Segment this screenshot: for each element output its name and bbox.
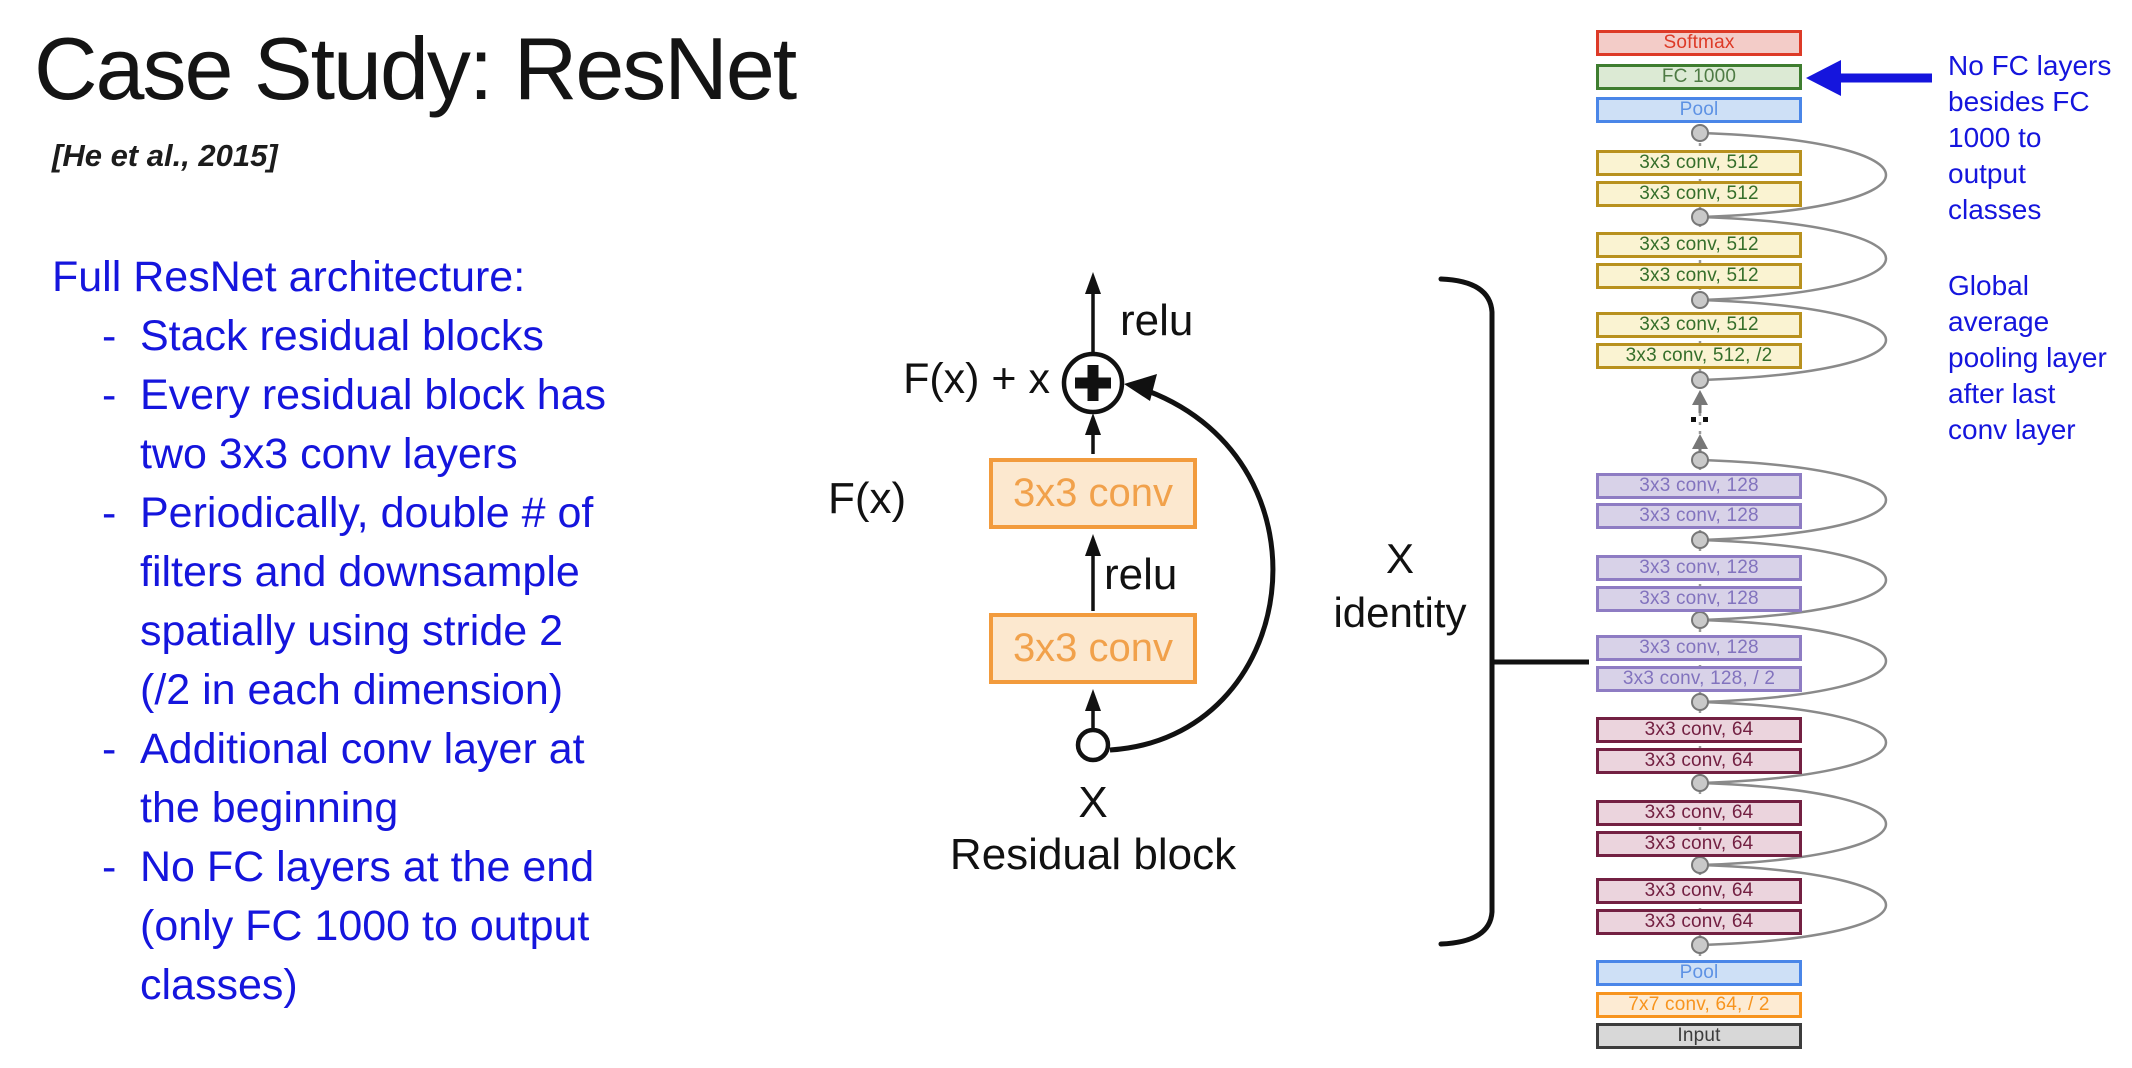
bullet-line: -Periodically, double # of	[52, 484, 732, 543]
bullet-items: -Stack residual blocks-Every residual bl…	[52, 307, 732, 1015]
bullet-text: filters and downsample	[140, 548, 580, 596]
stack-layer-orange: 7x7 conv, 64, / 2	[1596, 992, 1802, 1018]
relu-mid-label: relu	[1104, 550, 1178, 599]
bullet-text: No FC layers at the end	[140, 843, 595, 891]
stack-node-icon	[1691, 291, 1709, 309]
bullet-text: classes)	[140, 961, 298, 1009]
bullet-text: the beginning	[140, 784, 399, 832]
stack-node-icon	[1691, 936, 1709, 954]
stack-layer-maroon: 3x3 conv, 64	[1596, 717, 1802, 743]
bullet-line: -Additional conv layer at	[52, 720, 732, 779]
stack-layer-green: FC 1000	[1596, 64, 1802, 90]
bullet-line: two 3x3 conv layers	[52, 425, 732, 484]
bullet-text: two 3x3 conv layers	[140, 430, 518, 478]
stack-layer-purple: 3x3 conv, 128	[1596, 473, 1802, 499]
stack-layer-blue: Pool	[1596, 97, 1802, 123]
stack-layer-purple: 3x3 conv, 128, / 2	[1596, 666, 1802, 692]
stack-node-icon	[1691, 693, 1709, 711]
stack-layer-gold: 3x3 conv, 512	[1596, 150, 1802, 176]
stack-layer-maroon: 3x3 conv, 64	[1596, 831, 1802, 857]
arrow-input-to-conv-icon	[1085, 689, 1101, 728]
fc-pointer-arrow-icon	[1806, 60, 1932, 96]
bullet-text: spatially using stride 2	[140, 607, 564, 655]
stack-node-icon	[1691, 124, 1709, 142]
stack-layer-purple: 3x3 conv, 128	[1596, 503, 1802, 529]
stack-layer-purple: 3x3 conv, 128	[1596, 586, 1802, 612]
bullet-text: (only FC 1000 to output	[140, 902, 590, 950]
bullet-line: classes)	[52, 956, 732, 1015]
bullet-text: Stack residual blocks	[140, 312, 544, 360]
residual-block-caption: Residual block	[949, 830, 1237, 879]
sum-label: F(x) + x	[903, 355, 1050, 403]
fx-label: F(x)	[828, 474, 907, 523]
stack-layer-blue: Pool	[1596, 960, 1802, 986]
bullet-line: -Every residual block has	[52, 366, 732, 425]
stack-layer-gold: 3x3 conv, 512	[1596, 263, 1802, 289]
conv-box-bottom: 3x3 conv	[989, 613, 1197, 684]
stack-node-icon	[1691, 208, 1709, 226]
conv-box-top: 3x3 conv	[989, 458, 1197, 529]
stack-layer-maroon: 3x3 conv, 64	[1596, 800, 1802, 826]
annotation-global-avg-pool: Global average pooling layer after last …	[1948, 270, 2107, 445]
bullet-dash: -	[102, 489, 117, 537]
stack-node-icon	[1691, 531, 1709, 549]
stack-layer-maroon: 3x3 conv, 64	[1596, 748, 1802, 774]
stack-layer-gold: 3x3 conv, 512	[1596, 232, 1802, 258]
bullet-dash: -	[102, 371, 117, 419]
stack-layer-gold: 3x3 conv, 512, /2	[1596, 343, 1802, 369]
bullet-dash: -	[102, 725, 117, 773]
annotation-no-fc: No FC layers besides FC 1000 to output c…	[1948, 50, 2112, 225]
page-title: Case Study: ResNet	[34, 19, 797, 118]
bullet-line: -No FC layers at the end	[52, 838, 732, 897]
stack-layer-gold: 3x3 conv, 512	[1596, 312, 1802, 338]
stack-layer-red: Softmax	[1596, 30, 1802, 56]
bullet-line: (/2 in each dimension)	[52, 661, 732, 720]
bullet-line: the beginning	[52, 779, 732, 838]
bullet-text: Periodically, double # of	[140, 489, 594, 537]
bullet-heading: Full ResNet architecture:	[52, 253, 526, 301]
bullet-text: Every residual block has	[140, 371, 607, 419]
stack-node-icon	[1691, 611, 1709, 629]
stack-layer-gray: Input	[1596, 1023, 1802, 1049]
stack-layer-maroon: 3x3 conv, 64	[1596, 878, 1802, 904]
bullet-line: (only FC 1000 to output	[52, 897, 732, 956]
bullet-dash: -	[102, 843, 117, 891]
stack-layer-purple: 3x3 conv, 128	[1596, 555, 1802, 581]
arrow-relu-icon	[1085, 534, 1101, 611]
bullet-line: -Stack residual blocks	[52, 307, 732, 366]
x-input-label: X	[1078, 778, 1108, 827]
stack-node-icon	[1691, 451, 1709, 469]
ellipsis-dot	[1691, 417, 1696, 422]
output-arrow-icon	[1085, 272, 1101, 352]
stack-node-icon	[1691, 856, 1709, 874]
input-node-icon	[1075, 727, 1111, 763]
stack-layer-gold: 3x3 conv, 512	[1596, 181, 1802, 207]
bullet-list: Full ResNet architecture: -Stack residua…	[52, 248, 732, 1015]
sum-plus-icon	[1061, 351, 1125, 415]
bullet-text: Additional conv layer at	[140, 725, 585, 773]
arrow-conv-to-sum-icon	[1085, 413, 1101, 454]
stack-node-icon	[1691, 371, 1709, 389]
bullet-dash: -	[102, 312, 117, 360]
ellipsis-arrow-head-icon	[1692, 434, 1708, 449]
citation: [He et al., 2015]	[52, 138, 278, 173]
stack-layer-maroon: 3x3 conv, 64	[1596, 909, 1802, 935]
bullet-line: spatially using stride 2	[52, 602, 732, 661]
identity-label: X identity	[1333, 535, 1467, 636]
ellipsis-arrow-head-icon	[1692, 390, 1708, 405]
bullet-text: (/2 in each dimension)	[140, 666, 564, 714]
stack-node-icon	[1691, 774, 1709, 792]
relu-top-label: relu	[1120, 296, 1194, 345]
stack-layer-purple: 3x3 conv, 128	[1596, 635, 1802, 661]
bullet-line: filters and downsample	[52, 543, 732, 602]
ellipsis-dot	[1703, 417, 1708, 422]
